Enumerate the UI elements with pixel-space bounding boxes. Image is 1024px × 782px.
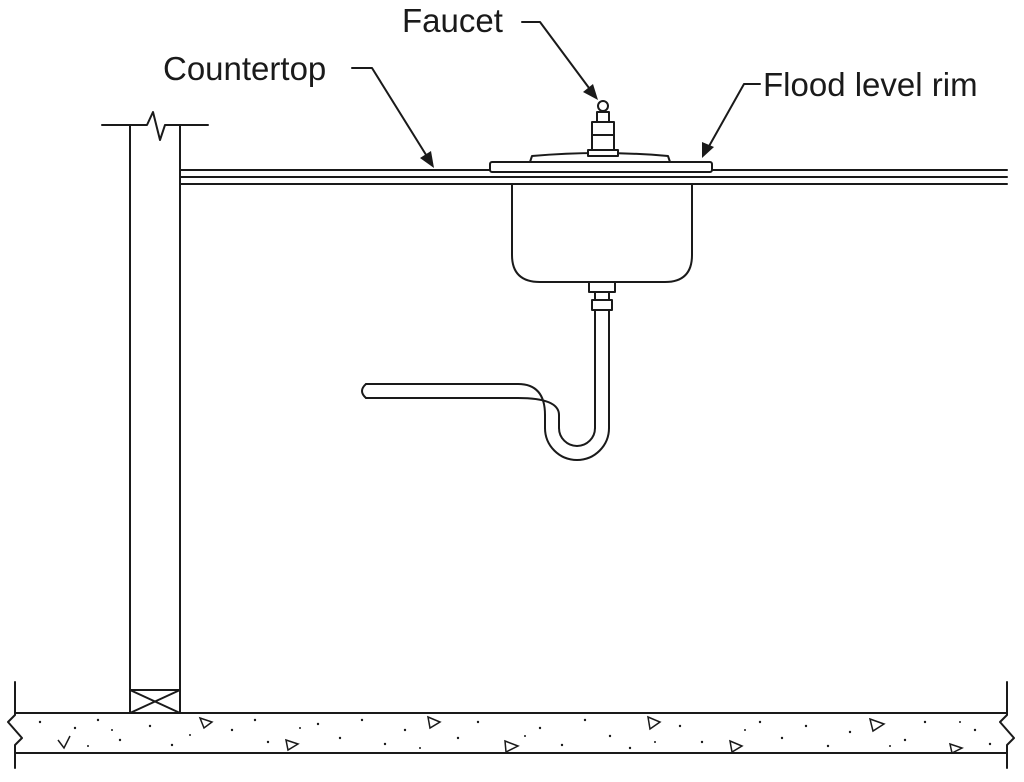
wall-blocking bbox=[129, 689, 181, 714]
faucet-leader bbox=[521, 21, 593, 93]
countertop-arrowhead bbox=[420, 151, 434, 168]
countertop-leader bbox=[351, 67, 429, 159]
flood-level-rim-leader bbox=[707, 83, 761, 149]
sink bbox=[489, 152, 713, 293]
leader-lines bbox=[351, 21, 761, 168]
countertop-label: Countertop bbox=[163, 50, 326, 87]
sink-bowl bbox=[511, 183, 693, 283]
faucet-arrowhead bbox=[583, 84, 598, 100]
drain-fitting bbox=[588, 281, 616, 293]
p-trap bbox=[361, 291, 613, 461]
faucet bbox=[587, 100, 619, 157]
flood-level-rim-arrowhead bbox=[702, 142, 714, 158]
wall-stud bbox=[101, 111, 209, 714]
flood-level-rim-label: Flood level rim bbox=[763, 66, 978, 103]
concrete-aggregate bbox=[38, 715, 992, 755]
faucet-label: Faucet bbox=[402, 2, 503, 39]
floor-slab bbox=[7, 681, 1015, 769]
